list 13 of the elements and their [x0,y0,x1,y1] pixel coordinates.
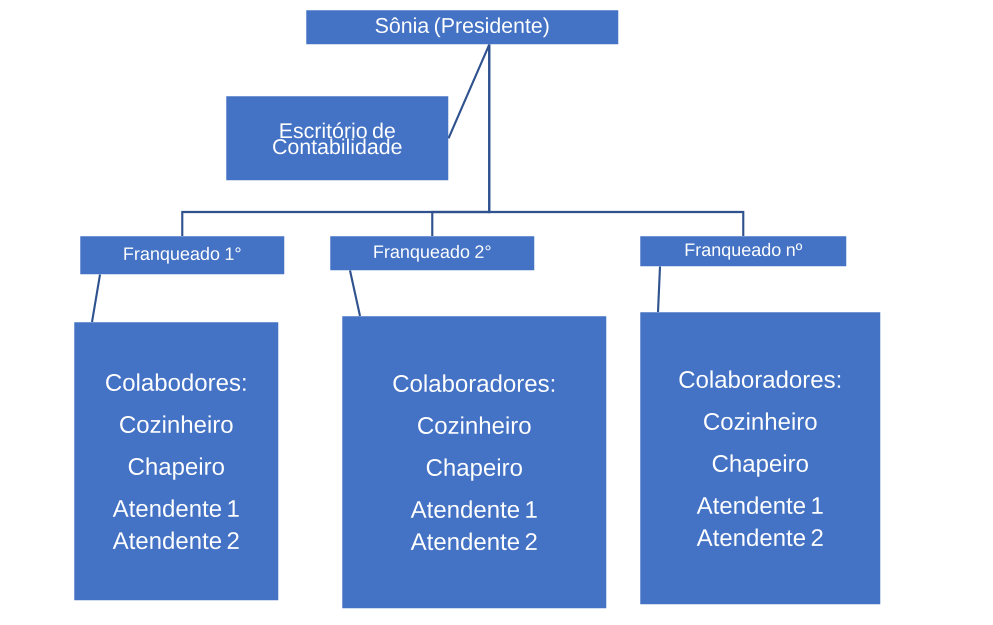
staff-box: Colaboradores: Cozinheiro Chapeiro Atendente 1 Atendente 2 [640,312,880,604]
connector-line [448,44,490,139]
label-box: Franqueado 2° [330,236,534,270]
connector-line [348,270,362,316]
office-box: Escritório de Contabilidade [226,96,448,180]
label-box: Franqueado nº [640,236,846,266]
staff-box: Colabodores: Cozinheiro Chapeiro Atendente 1 Atendente 2 [74,322,278,600]
title-box: Sônia (Presidente) [306,10,618,44]
staff-box: Colaboradores: Cozinheiro Chapeiro Atendente 1 Atendente 2 [342,316,606,608]
connector-line [656,266,662,312]
label-box: Franqueado 1° [80,236,284,274]
connector-line [90,274,102,322]
connector-line [488,44,744,236]
